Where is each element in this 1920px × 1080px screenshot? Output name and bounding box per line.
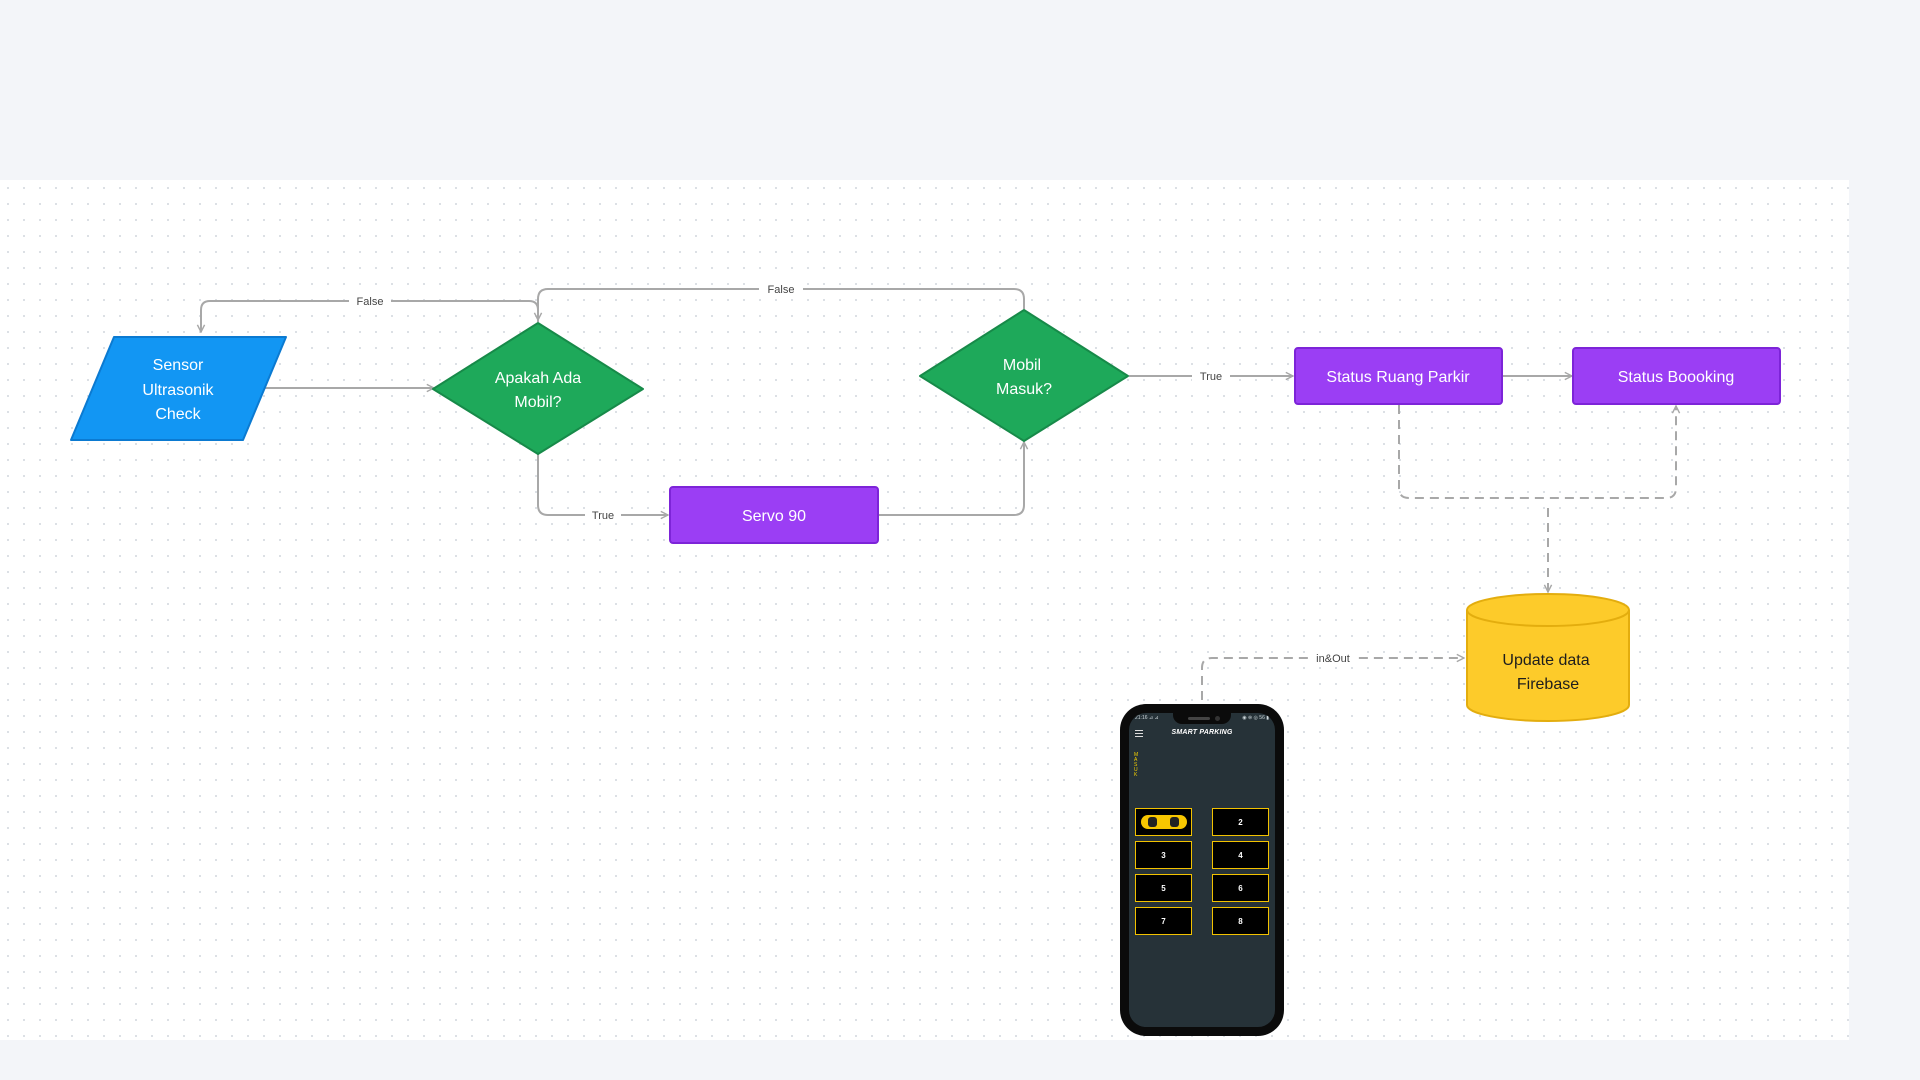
decision-ada-line-1: Apakah Ada	[495, 370, 581, 387]
parking-slot[interactable]: 8	[1212, 907, 1269, 935]
status-booking-label: Status Boooking	[1618, 369, 1735, 386]
parking-slot[interactable]: 4	[1212, 841, 1269, 869]
database-update-firebase: Update data Firebase	[1466, 593, 1630, 722]
status-icons: ◉ ⊜ ◎ 56 ▮	[1242, 715, 1269, 721]
edge-false-loop-sensor: False	[201, 293, 539, 332]
edge-true-to-status-ruang: True	[1129, 368, 1293, 384]
edge-dashed-status-to-firebase	[1398, 405, 1676, 592]
phone-screen: 21:16 ⊿ ⊿ ◉ ⊜ ◎ 56 ▮ SMART PARKING MASUK…	[1129, 713, 1275, 1027]
firebase-line-2: Firebase	[1517, 676, 1579, 693]
hamburger-menu-icon[interactable]	[1135, 730, 1143, 737]
decision-masuk-line-1: Mobil	[1003, 357, 1041, 374]
edge-servo-to-masuk	[879, 442, 1024, 516]
sensor-line-1: Sensor	[153, 357, 204, 374]
edge-true-to-servo: True	[537, 454, 668, 523]
status-ruang-label: Status Ruang Parkir	[1326, 369, 1470, 386]
camera-icon	[1215, 716, 1220, 721]
parking-slot[interactable]: 7	[1135, 907, 1192, 935]
edge-label-false: False	[357, 296, 384, 308]
phone-notch	[1173, 713, 1231, 724]
sensor-line-3: Check	[155, 406, 201, 423]
edge-label-true: True	[592, 510, 614, 522]
parking-slot[interactable]: 6	[1212, 874, 1269, 902]
parking-slot[interactable]: 3	[1135, 841, 1192, 869]
decision-apakah-ada-mobil: Apakah Ada Mobil?	[432, 322, 644, 455]
parking-slot-grid: 2 3 4 5 6 7 8	[1135, 808, 1269, 935]
firebase-line-1: Update data	[1502, 652, 1589, 669]
car-icon	[1140, 813, 1187, 831]
side-label: MASUK	[1134, 752, 1139, 778]
smartphone-mockup: 21:16 ⊿ ⊿ ◉ ⊜ ◎ 56 ▮ SMART PARKING MASUK…	[1120, 704, 1284, 1036]
decision-mobil-masuk: Mobil Masuk?	[919, 309, 1129, 442]
process-servo-90: Servo 90	[669, 486, 879, 544]
edge-false-loop-masuk: False	[538, 281, 1025, 320]
process-status-booking: Status Boooking	[1572, 347, 1781, 405]
edge-label-false: False	[768, 284, 795, 296]
app-bar: SMART PARKING	[1129, 727, 1275, 745]
parking-slot-occupied[interactable]	[1135, 808, 1192, 836]
sensor-parallelogram-node: Sensor Ultrasonik Check	[70, 336, 287, 441]
edge-label-true: True	[1200, 371, 1222, 383]
edge-dashed-phone-to-firebase: in&Out	[1201, 650, 1464, 700]
app-title: SMART PARKING	[1171, 729, 1233, 736]
phone-status-bar: 21:16 ⊿ ⊿ ◉ ⊜ ◎ 56 ▮	[1135, 715, 1269, 723]
process-status-ruang-parkir: Status Ruang Parkir	[1294, 347, 1503, 405]
edge-label-in-out: in&Out	[1316, 653, 1350, 665]
decision-masuk-line-2: Masuk?	[996, 381, 1052, 398]
parking-slot[interactable]: 5	[1135, 874, 1192, 902]
status-time: 21:16 ⊿ ⊿	[1135, 715, 1159, 721]
parking-slot[interactable]: 2	[1212, 808, 1269, 836]
servo-label: Servo 90	[742, 508, 806, 525]
sensor-line-2: Ultrasonik	[142, 382, 214, 399]
speaker-grille	[1188, 717, 1210, 720]
decision-ada-line-2: Mobil?	[514, 394, 561, 411]
